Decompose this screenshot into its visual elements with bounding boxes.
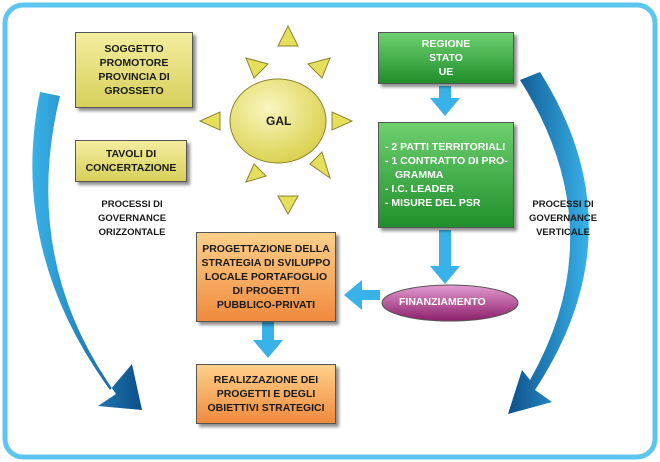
soggetto-line: PROVINCIA DI (98, 71, 170, 83)
finanziamento-label: FINANZIAMENTO (399, 296, 486, 308)
verticale-line: VERTICALE (536, 227, 590, 238)
orizzontale-line: GOVERNANCE (97, 213, 167, 224)
sun-core (229, 78, 327, 164)
flow-arrows (253, 86, 460, 358)
strumenti-item: - I.C. LEADER (385, 183, 454, 195)
progettazione-line: PROGETTAZIONE DELLA (202, 243, 330, 255)
tavoli-line: CONCERTAZIONE (85, 162, 177, 174)
processi-governance-orizzontale-label: PROCESSI DI GOVERNANCE ORIZZONTALE (82, 198, 182, 240)
regione-line: UE (438, 66, 454, 78)
strumenti-item: - MISURE DEL PSR (385, 197, 481, 209)
soggetto-line: GROSSETO (104, 85, 164, 97)
orizzontale-line: PROCESSI DI (101, 199, 163, 210)
progettazione-line: PUBBLICO-PRIVATI (216, 299, 316, 311)
soggetto-line: PROMOTORE (99, 57, 169, 69)
progettazione-line: DI PROGETTI (232, 285, 300, 297)
strumenti-item: GRAMMA (395, 169, 444, 181)
verticale-line: PROCESSI DI (532, 199, 594, 210)
arrow-strumenti-to-finanziamento (430, 230, 460, 284)
strumenti-item: - 2 PATTI TERRITORIALI (385, 141, 506, 153)
realizzazione-line: OBIETTIVI STRATEGICI (207, 402, 325, 414)
sun-rays (198, 24, 354, 216)
processi-governance-verticale-label: PROCESSI DI GOVERNANCE VERTICALE (515, 198, 611, 240)
progettazione-line: LOCALE PORTAFOGLIO (204, 271, 328, 283)
regione-stato-ue-box: REGIONE STATO UE (378, 32, 514, 84)
tavoli-line: TAVOLI DI (105, 148, 157, 160)
progettazione-box: PROGETTAZIONE DELLA STRATEGIA DI SVILUPP… (196, 232, 336, 322)
strumenti-item: - 1 CONTRATTO DI PRO- (385, 155, 508, 167)
right-curved-arrow (508, 72, 589, 414)
verticale-line: GOVERNANCE (528, 213, 598, 224)
regione-line: STATO (429, 52, 463, 64)
progettazione-line: STRATEGIA DI SVILUPPO (201, 257, 331, 269)
soggetto-promotore-box: SOGGETTO PROMOTORE PROVINCIA DI GROSSETO (75, 32, 193, 108)
strumenti-box: - 2 PATTI TERRITORIALI - 1 CONTRATTO DI … (378, 122, 514, 228)
left-curved-arrow (32, 92, 142, 410)
arrow-progettazione-to-realizzazione (253, 322, 283, 358)
arrow-finanziamento-to-progettazione (344, 280, 380, 310)
finanziamento-ellipse (381, 284, 519, 322)
realizzazione-line: REALIZZAZIONE DEI (213, 374, 319, 386)
soggetto-line: SOGGETTO (104, 43, 164, 55)
realizzazione-line: PROGETTI E DEGLI (216, 388, 316, 400)
arrow-regione-to-strumenti (430, 86, 460, 116)
gal-label: GAL (266, 114, 292, 128)
orizzontale-line: ORIZZONTALE (98, 227, 166, 238)
regione-line: REGIONE (421, 38, 471, 50)
tavoli-concertazione-box: TAVOLI DI CONCERTAZIONE (75, 140, 187, 182)
realizzazione-box: REALIZZAZIONE DEI PROGETTI E DEGLI OBIET… (196, 364, 336, 424)
